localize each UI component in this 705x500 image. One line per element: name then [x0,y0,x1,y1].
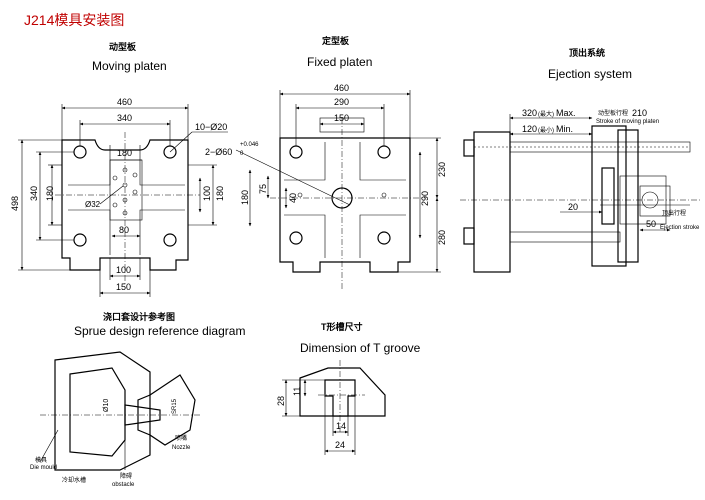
tg-dim-14: 14 [336,421,346,431]
sprue-die-cn: 模具 [35,456,47,464]
mp-phi32: Ø32 [85,200,101,209]
fp-holes-callout: 2−Ø60 [205,147,232,157]
tgroove-label-en: Dimension of T groove [300,341,421,355]
tg-dim-24: 24 [335,440,345,450]
ej-min-val: 120 [522,124,537,134]
mp-dim-460: 460 [117,97,132,107]
ej-stroke-val: 210 [632,108,647,118]
sprue-diagram-view: 浇口套设计参考图 Sprue design reference diagram … [30,311,245,488]
fp-dim-280: 280 [437,230,447,245]
mp-dim-180: 180 [117,148,132,158]
mp-dim-100r: 100 [202,186,212,201]
ej-max-en: Max. [556,108,576,118]
t-groove-view: T形槽尺寸 Dimension of T groove 28 11 14 24 [276,321,421,455]
tgroove-label-cn: T形槽尺寸 [321,321,363,332]
drawing-title: J214模具安装图 [24,12,124,28]
fp-dim-460: 460 [334,83,349,93]
mp-dim-340v: 340 [29,186,39,201]
ej-stroke-short-cn: 顶出行程 [662,209,686,217]
ej-max-val: 320 [522,108,537,118]
mp-dim-498: 498 [10,196,20,211]
sprue-label-en: Sprue design reference diagram [74,324,245,338]
ejection-label-cn: 顶出系统 [569,47,605,58]
sprue-label-cn: 浇口套设计参考图 [103,311,175,322]
mp-holes-callout: 10−Ø20 [195,122,227,132]
sprue-obst-cn: 障碍 [120,472,132,480]
mp-dim-150: 150 [116,282,131,292]
moving-platen-label-en: Moving platen [92,59,167,73]
ej-stroke-cn: 动型板行程 [598,109,628,117]
fp-dim-180: 180 [240,190,250,205]
fp-holes-tol: +0.046 [240,142,259,148]
sprue-cool-cn: 冷却水槽 [62,476,86,484]
fp-dim-75: 75 [258,184,268,194]
ej-stroke-short-en: Ejection stroke [660,225,700,231]
fp-dim-40: 40 [288,193,298,203]
tg-dim-11: 11 [292,387,302,396]
mp-dim-340: 340 [117,113,132,123]
fp-holes-tol0: 0 [240,151,244,157]
mp-dim-80: 80 [119,225,129,235]
fp-dim-230: 230 [437,162,447,177]
fp-dim-290: 290 [334,97,349,107]
mp-dim-180r: 180 [215,186,225,201]
mp-dim-100: 100 [116,265,131,275]
ej-dim-50: 50 [646,219,656,229]
fixed-platen-view: 定型板 Fixed platen 460 290 150 75 40 180 [205,35,447,290]
ej-stroke-en: Stroke of moving platen [596,119,659,125]
fixed-platen-label-en: Fixed platen [307,55,372,69]
sprue-sr15: SR15 [172,398,178,414]
moving-platen-label-cn: 动型板 [109,41,137,52]
ej-min-cn: (最小) [538,126,554,134]
tg-dim-28: 28 [276,396,286,406]
fp-dim-290v: 290 [420,191,430,206]
ejection-label-en: Ejection system [548,67,632,81]
ej-min-en: Min. [556,124,573,134]
sprue-die-en: Die mould [30,465,57,471]
mp-dim-180v: 180 [45,186,55,201]
sprue-obst-en: obstacle [112,482,135,488]
ej-dim-20: 20 [568,202,578,212]
ej-max-cn: (最大) [538,110,554,118]
sprue-nozzle-en: Nozzle [172,445,191,451]
sprue-nozzle-cn: 喷嘴 [175,434,187,442]
fixed-platen-label-cn: 定型板 [321,35,350,46]
moving-platen-view: 动型板 Moving platen 460 340 180 498 340 [10,41,228,297]
fp-dim-150: 150 [334,113,349,123]
ejection-system-view: 顶出系统 Ejection system 动型板行程 210 Stroke of… [460,47,700,273]
sprue-phi10: Ø10 [103,399,110,412]
